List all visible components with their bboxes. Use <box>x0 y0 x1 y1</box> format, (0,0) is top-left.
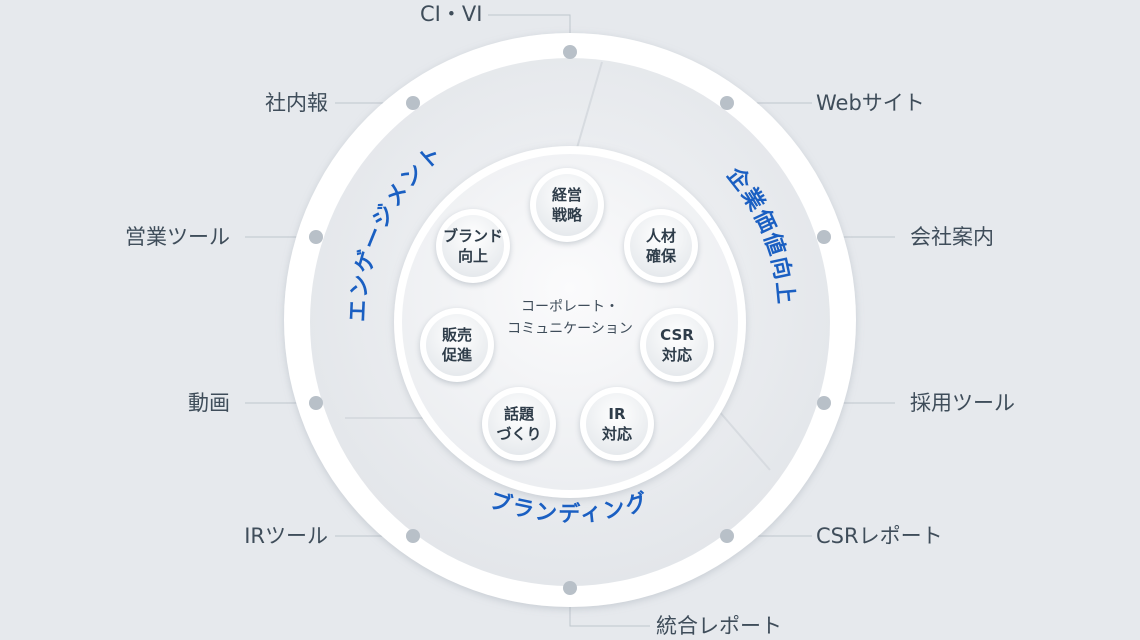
dot-recruit-tools <box>817 396 831 410</box>
label-csr-report: CSRレポート <box>816 524 943 548</box>
node-brand-line2: 向上 <box>457 247 488 265</box>
node-sales-promo-line2: 促進 <box>441 346 472 364</box>
node-topics-line1: 話題 <box>503 405 534 423</box>
label-integrated-report: 統合レポート <box>656 614 782 638</box>
label-sales-tools: 営業ツール <box>125 225 230 249</box>
node-talent: 人材 確保 <box>624 209 698 283</box>
center-title: コーポレート・ コミュニケーション <box>507 296 633 340</box>
node-brand-line1: ブランド <box>442 227 503 245</box>
node-brand: ブランド 向上 <box>436 209 510 283</box>
label-web: Webサイト <box>816 91 925 115</box>
dot-csr-report <box>720 529 734 543</box>
node-sales-promo-line1: 販売 <box>441 326 472 344</box>
node-topics: 話題 づくり <box>482 387 556 461</box>
node-ir-line1: IR <box>608 405 626 423</box>
center-title-line2: コミュニケーション <box>507 321 633 337</box>
node-topics-line2: づくり <box>496 425 542 443</box>
label-company-guide: 会社案内 <box>910 225 994 249</box>
label-recruit-tools: 採用ツール <box>910 391 1015 415</box>
node-strategy-line2: 戦略 <box>551 206 582 224</box>
label-video: 動画 <box>188 391 230 415</box>
node-csr-line1: CSR <box>660 326 694 344</box>
node-ir-line2: 対応 <box>601 425 632 443</box>
dot-internal-newsletter <box>406 96 420 110</box>
node-sales-promo: 販売 促進 <box>420 308 494 382</box>
label-ci-vi: CI・VI <box>420 2 483 26</box>
node-talent-line1: 人材 <box>645 227 676 245</box>
dot-company-guide <box>817 230 831 244</box>
label-internal-newsletter: 社内報 <box>265 91 328 115</box>
center-title-line1: コーポレート・ <box>520 299 619 315</box>
node-strategy: 経営 戦略 <box>530 168 604 242</box>
node-strategy-line1: 経営 <box>551 186 582 204</box>
node-ir: IR 対応 <box>580 387 654 461</box>
node-csr: CSR 対応 <box>640 308 714 382</box>
node-talent-line2: 確保 <box>645 247 676 265</box>
label-ir-tools: IRツール <box>244 524 328 548</box>
ring-dots <box>309 45 831 595</box>
dot-video <box>309 396 323 410</box>
node-csr-line2: 対応 <box>661 346 692 364</box>
dot-ir-tools <box>406 529 420 543</box>
dot-integrated-report <box>563 581 577 595</box>
dot-ci-vi <box>563 45 577 59</box>
dot-sales-tools <box>309 230 323 244</box>
dot-web <box>720 96 734 110</box>
